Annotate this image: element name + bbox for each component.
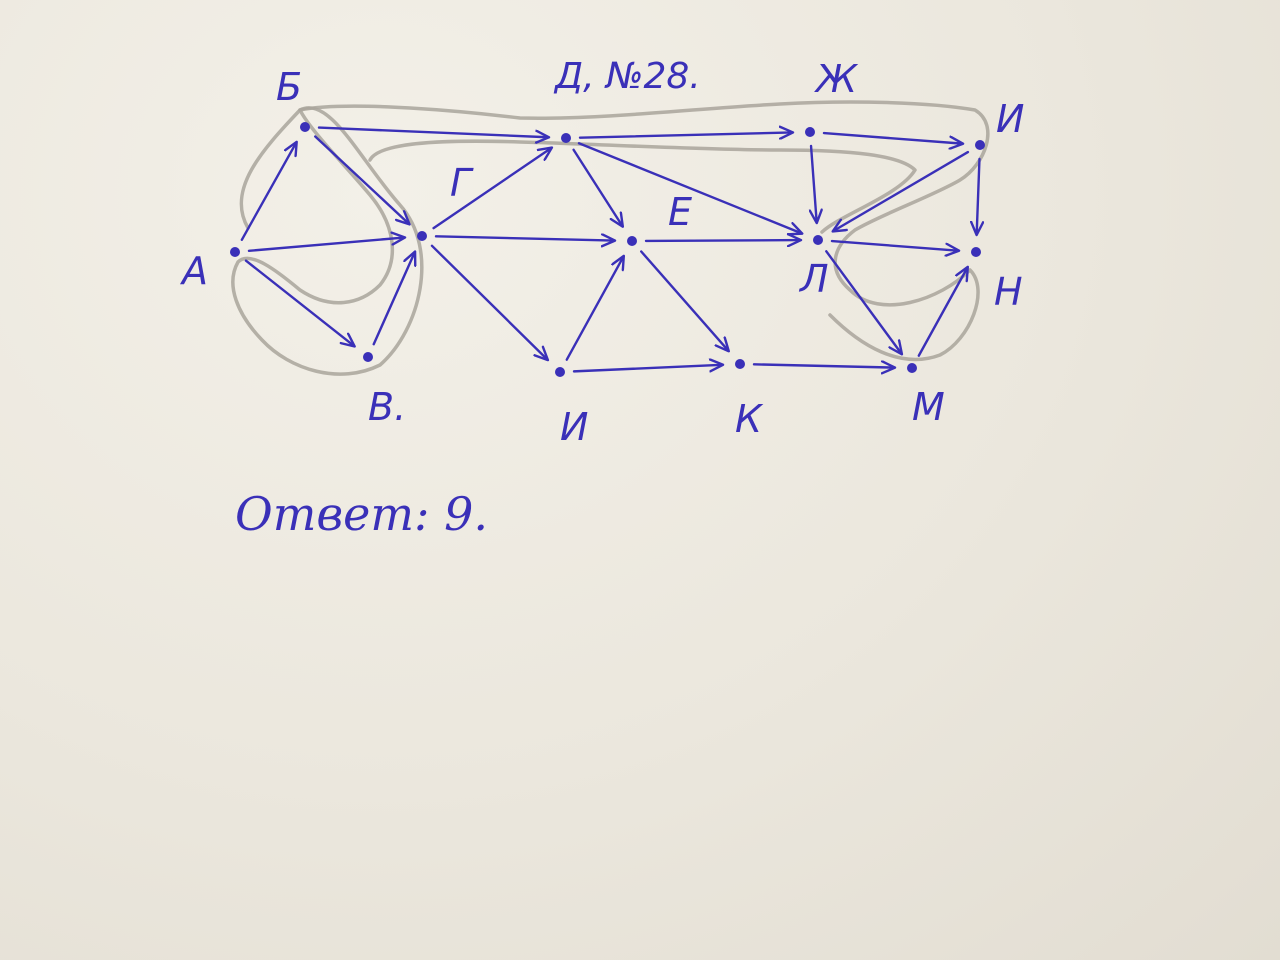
edge-d-l (577, 142, 801, 233)
edge-b-g (314, 135, 409, 224)
edge-e-l (644, 240, 800, 241)
node-v (363, 352, 373, 362)
edge-a-g (247, 238, 404, 253)
nodes-layer (230, 122, 985, 377)
node-k (735, 359, 745, 369)
problem-title: Д, №28. (553, 56, 701, 97)
node-label-zh: Ж (814, 57, 859, 101)
node-e (627, 236, 637, 246)
node-label-z: И (996, 97, 1024, 141)
node-label-a: А (179, 249, 208, 293)
node-label-v: В. (368, 385, 406, 429)
edge-g-e (434, 236, 614, 240)
edge-b-d (317, 126, 548, 138)
edge-z-n (977, 157, 980, 234)
pencil-highlight-left (231, 106, 424, 376)
edge-v-g (372, 252, 415, 346)
node-label-e: Е (668, 190, 692, 234)
pencil-highlight-top (298, 100, 990, 362)
answer-text: Ответ: 9. (235, 487, 488, 541)
node-d (561, 133, 571, 143)
node-z (975, 140, 985, 150)
edge-m-n (917, 268, 968, 357)
node-n (971, 247, 981, 257)
edge-a-b (240, 143, 296, 241)
edge-l-m (825, 250, 901, 353)
edge-g-i (430, 244, 547, 360)
node-a (230, 247, 240, 257)
edge-e-k (640, 250, 728, 351)
edge-k-m (752, 364, 894, 367)
node-label-m: М (912, 385, 945, 429)
node-zh (805, 127, 815, 137)
node-m (907, 363, 917, 373)
edge-zh-z (822, 131, 962, 144)
node-label-i: И (560, 405, 588, 449)
node-label-n: Н (994, 270, 1023, 314)
edge-a-v (244, 259, 354, 346)
node-label-l: Л (798, 257, 829, 301)
node-g (417, 231, 427, 241)
edge-i-e (565, 257, 624, 361)
edge-g-d (432, 148, 552, 230)
node-label-k: К (735, 397, 764, 441)
node-label-g: Г (450, 161, 474, 205)
node-l (813, 235, 823, 245)
labels-layer: А Б В. Г Е Ж И И К Л М Н (179, 57, 1024, 449)
edge-d-e (572, 148, 623, 226)
edge-zh-l (811, 144, 817, 222)
pencil-highlight-mid (368, 139, 917, 234)
node-i (555, 367, 565, 377)
edge-d-zh (578, 132, 792, 137)
edge-l-n (830, 239, 958, 251)
edge-z-l (834, 150, 970, 231)
node-label-b: Б (276, 65, 302, 109)
node-b (300, 122, 310, 132)
edges-layer (240, 126, 980, 373)
edge-i-k (572, 365, 722, 373)
